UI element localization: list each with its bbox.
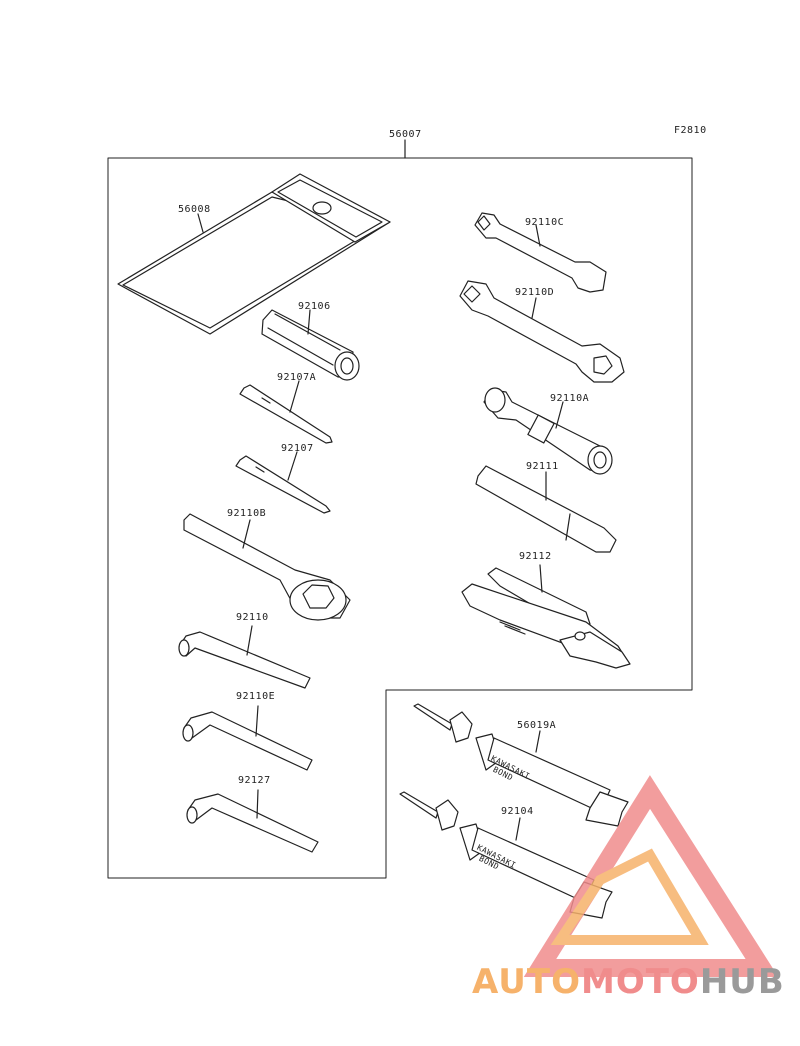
part-number-92110: 92110 (236, 612, 269, 623)
watermark-text: AUTOMOTOHUB (472, 962, 785, 1002)
kit-part-number: 56007 (389, 129, 422, 140)
part-number-92110d: 92110D (515, 287, 555, 298)
part-number-92127: 92127 (238, 775, 271, 786)
part-number-92107a: 92107A (277, 372, 317, 383)
tool-bag (117, 173, 391, 335)
watermark-auto: AUTO (472, 962, 581, 1002)
socket-tool (261, 309, 360, 381)
tommy-bar (475, 465, 617, 553)
part-number-92106: 92106 (298, 301, 331, 312)
watermark-moto: MOTO (580, 962, 700, 1002)
hex-key-e (182, 705, 313, 771)
figure-code: F2810 (674, 125, 707, 136)
part-number-92111: 92111 (526, 461, 559, 472)
kit-boundary (107, 157, 693, 879)
hex-key (178, 625, 311, 689)
part-number-92110a: 92110A (550, 393, 590, 404)
ring-wrench (183, 513, 351, 621)
part-number-92110e: 92110E (236, 691, 276, 702)
open-wrench-small (474, 212, 607, 293)
part-number-56019a: 56019A (517, 720, 557, 731)
hex-key-small (186, 789, 319, 853)
watermark-hub: HUB (699, 962, 785, 1002)
part-number-92110b: 92110B (227, 508, 267, 519)
box-spanner (483, 387, 613, 475)
part-number-56008: 56008 (178, 204, 211, 215)
screwdriver-bit-a (239, 380, 333, 444)
part-number-92112: 92112 (519, 551, 552, 562)
part-number-92107: 92107 (281, 443, 314, 454)
part-number-92104: 92104 (501, 806, 534, 817)
watermark-logo (523, 775, 779, 977)
bond-tube-a (413, 703, 629, 827)
pliers (461, 564, 631, 669)
open-wrench-large (459, 280, 625, 383)
bond-tube (399, 791, 613, 919)
screwdriver-bit (235, 451, 331, 514)
part-number-92110c: 92110C (525, 217, 565, 228)
